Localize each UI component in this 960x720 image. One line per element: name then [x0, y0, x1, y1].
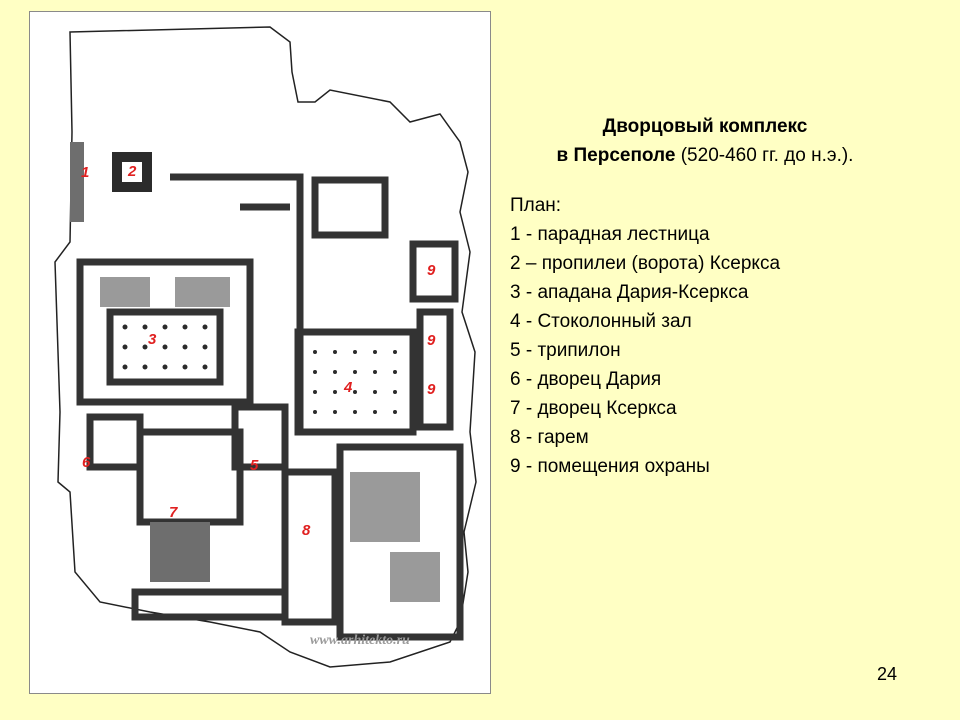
- legend-item: 6 - дворец Дария: [510, 369, 662, 390]
- legend-item: 5 - трипилон: [510, 340, 621, 361]
- caption: Дворцовый комплекс в Персеполе (520-460 …: [510, 112, 950, 481]
- page-number: 24: [877, 664, 898, 684]
- plan-label: 3: [148, 331, 157, 348]
- legend: План: 1 - парадная лестница 2 – пропилеи…: [510, 191, 950, 481]
- title-line-2-bold: в Персеполе: [556, 145, 676, 166]
- legend-item: 7 - дворец Ксеркса: [510, 398, 677, 419]
- plan-frame: 1 2 3 4 5 6 7 8 9 9 9 www.arhitekto.ru: [29, 11, 491, 694]
- watermark: www.arhitekto.ru: [310, 633, 410, 648]
- plan-label: 9: [427, 381, 436, 398]
- plan-label: 2: [127, 163, 137, 180]
- title-line-2-dates: (520-460 гг. до н.э.).: [675, 145, 854, 166]
- legend-item: 9 - помещения охраны: [510, 456, 710, 477]
- title-line-2: в Персеполе (520-460 гг. до н.э.).: [510, 141, 900, 170]
- plan-label: 7: [169, 504, 178, 521]
- plan-label: 8: [302, 522, 311, 539]
- plan-label: 4: [343, 379, 353, 396]
- legend-item: 4 - Стоколонный зал: [510, 311, 692, 332]
- plan-label: 9: [427, 332, 436, 349]
- plan-label: 5: [250, 457, 259, 474]
- plan-label: 1: [81, 164, 89, 181]
- plan-label: 6: [82, 454, 91, 471]
- legend-item: 2 – пропилеи (ворота) Ксеркса: [510, 253, 781, 274]
- legend-item: 1 - парадная лестница: [510, 224, 710, 245]
- legend-heading: План:: [510, 195, 562, 216]
- title-line-1: Дворцовый комплекс: [602, 116, 808, 137]
- persepolis-plan-image: 1 2 3 4 5 6 7 8 9 9 9 www.arhitekto.ru: [54, 26, 477, 668]
- legend-item: 3 - ападана Дария-Ксеркса: [510, 282, 749, 303]
- legend-item: 8 - гарем: [510, 427, 589, 448]
- plan-label: 9: [427, 262, 436, 279]
